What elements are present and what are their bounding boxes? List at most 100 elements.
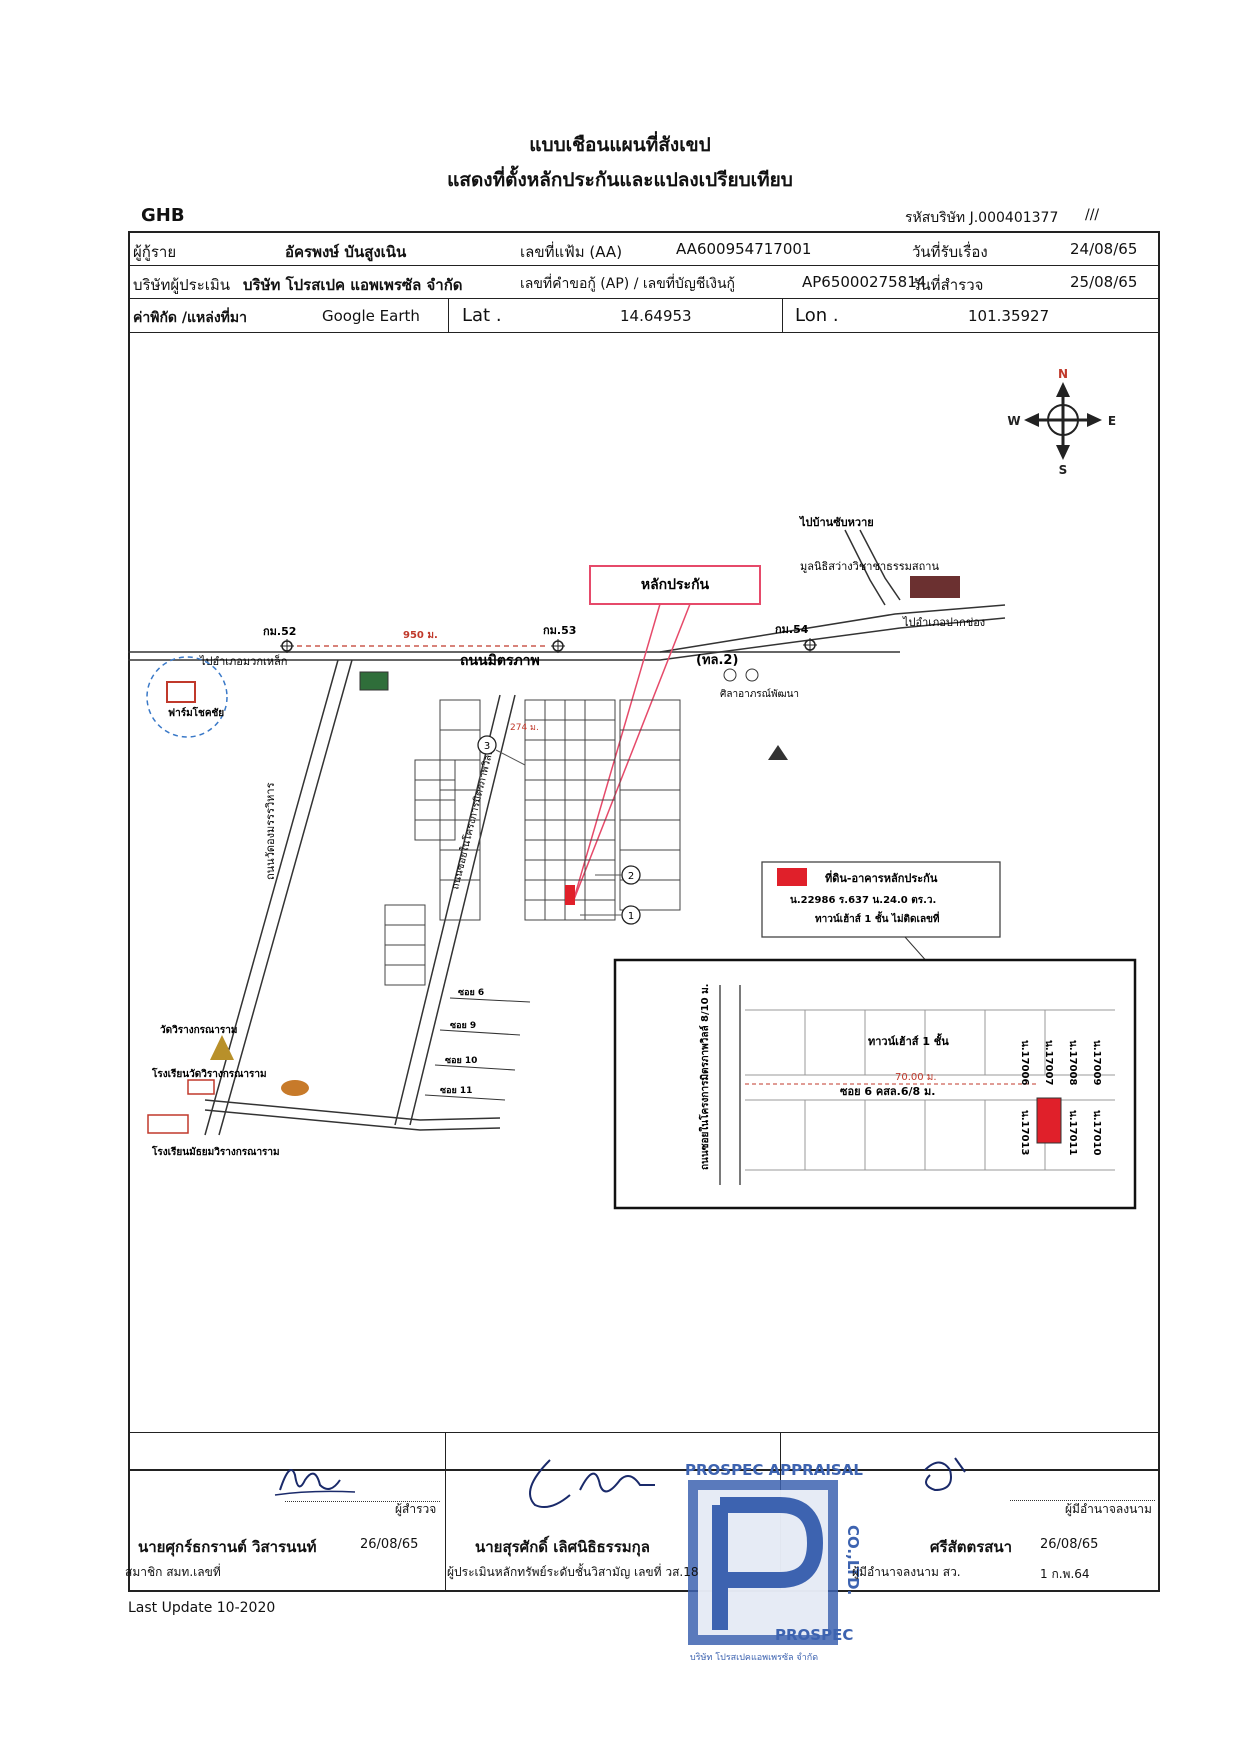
stamp-top-text: PROSPEC APPRAISAL: [685, 1461, 863, 1479]
page-mark: ///: [1085, 207, 1100, 223]
table-row-divider: [128, 332, 1160, 333]
marker-leader: [495, 749, 526, 766]
inset-collateral: [1036, 1097, 1062, 1144]
collateral-marker: [565, 885, 575, 905]
lon-label: Lon .: [795, 305, 839, 326]
company-code: รหัสบริษัท J.000401377: [905, 210, 1059, 226]
received-label: วันที่รับเรื่อง: [912, 243, 988, 261]
stamp-bottom-text: PROSPEC: [775, 1626, 853, 1644]
main-frame: [128, 231, 1160, 1471]
bottom-road: [204, 1109, 501, 1131]
to-muaklek-label: ไปอำเภอมวกเหล็ก: [199, 654, 287, 668]
inset-lot-label: น.17006: [1019, 1040, 1030, 1085]
to-pakchong-label: ไปอำเภอปากช่อง: [902, 616, 985, 629]
km-marker-54: [803, 638, 817, 652]
file-no: AA600954717001: [676, 240, 812, 258]
soi-label: ซอย 10: [445, 1056, 477, 1066]
soi-road: [424, 1094, 506, 1101]
basket-icon: [281, 1080, 309, 1096]
stamp-right-text: CO.,LTD.: [844, 1525, 862, 1595]
appraiser-note: ผู้ประเมินหลักทรัพย์ระดับชั้นวิสามัญ เลข…: [447, 1565, 699, 1579]
signature-col-divider: [445, 1432, 446, 1592]
table-col-divider: [782, 298, 783, 332]
soi-road: [434, 1064, 516, 1071]
village-main-road: [409, 694, 516, 1126]
signer-role: ผู้มีอำนาจลงนาม: [1065, 1502, 1152, 1516]
signer-signature: [924, 1457, 966, 1492]
shrine-icon: [768, 745, 788, 760]
school-label: โรงเรียนวัดวิรางกรณาราม: [151, 1067, 267, 1080]
signature-top-divider: [128, 1432, 1160, 1433]
bottom-road: [204, 1099, 501, 1121]
surveyor-note: สมาชิก สมท.เลขที่: [125, 1565, 221, 1579]
callout-label: หลักประกัน: [641, 577, 710, 593]
secondary-school-icon: [147, 1114, 189, 1134]
legend-building: ทาวน์เฮ้าส์ 1 ชั้น ไม่ติดเลขที่: [815, 911, 940, 925]
village-road-line: [844, 529, 886, 606]
km53-label: กม.53: [543, 624, 576, 637]
village-main-road: [394, 694, 501, 1126]
bank-code: GHB: [141, 205, 185, 226]
last-update: Last Update 10-2020: [128, 1600, 276, 1616]
lat-value: 14.64953: [620, 307, 692, 325]
store-icon: [723, 668, 737, 682]
survey-date: 25/08/65: [1070, 273, 1138, 291]
comparison-marker-3: [477, 735, 497, 755]
compass-e: E: [1108, 414, 1116, 428]
borrower-name: อัครพงษ์ บันสูงเนิน: [285, 243, 407, 261]
compass-icon: N S W E: [1007, 367, 1116, 477]
temple-label: วัดวิรางกรณาราม: [160, 1024, 238, 1036]
document-title: แบบเชือนแผนที่สังเขป: [529, 134, 711, 156]
soi-road: [439, 1029, 521, 1036]
village-road-line: [859, 529, 901, 601]
borrower-label: ผู้กู้ราย: [133, 243, 177, 261]
compass-w: W: [1007, 414, 1020, 428]
collateral-callout: [589, 565, 761, 605]
temple-road-label: ถนนวัดองมรรรวิหาร: [264, 782, 277, 880]
store-icon: [745, 668, 759, 682]
temple-road: [204, 659, 339, 1136]
signer-note: ผู้มีอำนาจลงนาม สว.: [852, 1565, 961, 1579]
table-row-divider: [128, 265, 1160, 266]
signature-frame: [128, 1432, 1160, 1592]
comparison-1-label: 1: [628, 911, 634, 922]
request-no-label: เลขที่คำขอกู้ (AP) / เลขที่บัญชีเงินกู้: [520, 276, 736, 292]
inset-lot-label: น.17011: [1067, 1110, 1078, 1155]
tank-icon: [359, 671, 389, 691]
coord-source: Google Earth: [322, 307, 420, 325]
farm-icon: [166, 681, 196, 703]
compass-n: N: [1058, 367, 1068, 381]
legend-title: ที่ดิน-อาคารหลักประกัน: [825, 870, 938, 885]
signer-name: ศรีสัตตรสนา: [930, 1538, 1013, 1556]
received-date: 24/08/65: [1070, 240, 1138, 258]
inset-lot-label: น.17007: [1043, 1040, 1054, 1085]
surveyor-name: นายศุกร์ธกรานต์ วิสารนนท์: [138, 1538, 317, 1556]
foundation-building-icon: [910, 576, 960, 598]
location-map: N S W E กม.52 กม.53 กม.54 950 ม. ไปอำเภอ…: [128, 367, 1137, 1210]
comparison-3-label: 3: [484, 741, 490, 752]
surveyor-signature: [274, 1469, 356, 1496]
secondary-school-label: โรงเรียนมัธยมวิรางกรณาราม: [151, 1145, 280, 1158]
farm-label: ฟาร์มโชคชัย: [168, 706, 224, 719]
hwy-label: (ทล.2): [696, 653, 738, 668]
farm-boundary: [146, 656, 228, 738]
village-lots-grid: [384, 699, 681, 986]
inset-townhouse-label: ทาวน์เฮ้าส์ 1 ชั้น: [868, 1033, 949, 1048]
callout-pointer: [572, 603, 661, 903]
inset-lot-label: น.17010: [1091, 1110, 1102, 1155]
company-stamp: PROSPEC APPRAISAL CO.,LTD. PROSPEC บริษั…: [685, 1461, 863, 1663]
stamp-company-text: บริษัท โปรสเปคแอพเพรซัล จำกัด: [690, 1652, 818, 1663]
dist-274-label: 274 ม.: [510, 723, 539, 733]
surveyor-date: 26/08/65: [360, 1537, 419, 1552]
soi-label: ซอย 11: [440, 1086, 472, 1096]
survey-label: วันที่สำรวจ: [912, 276, 984, 294]
table-col-divider: [448, 298, 449, 332]
store-label: ศิลาอาภรณ์พัฒนา: [720, 688, 799, 700]
signer-date2: 1 ก.พ.64: [1040, 1567, 1090, 1581]
inset-road-label: ถนนซอยในโครงการมิตรภาพวิลล์ 8/10 ม.: [698, 984, 711, 1170]
file-no-label: เลขที่แฟ้ม (AA): [520, 243, 623, 261]
inset-soi-label: ซอย 6 คสล.6/8 ม.: [840, 1085, 935, 1098]
inset-dist-label: 70.00 ม.: [895, 1072, 937, 1083]
surveyor-role: ผู้สำรวจ: [395, 1502, 437, 1516]
surveyor-dotted-line: [285, 1501, 440, 1502]
